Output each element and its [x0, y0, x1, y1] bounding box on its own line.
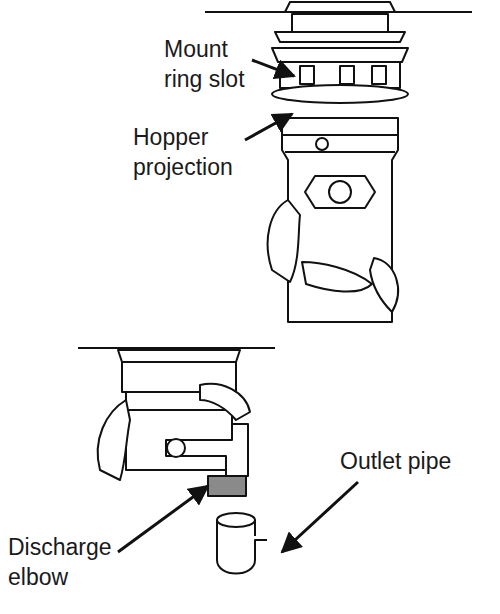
body-band — [126, 409, 232, 411]
hand-right — [200, 384, 250, 420]
leader-line — [245, 114, 292, 140]
hopper-band — [285, 151, 395, 153]
mount-ring-slot — [300, 66, 314, 84]
elbow-flange — [167, 439, 185, 457]
mount-ring-slot — [372, 66, 386, 84]
inlet-boss — [305, 176, 375, 208]
part-label: Outlet pipe — [340, 446, 451, 476]
hand-left — [268, 200, 300, 282]
hand-fingers — [302, 262, 372, 292]
leader-line — [118, 486, 208, 552]
outlet-pipe — [254, 520, 256, 536]
part-label: Hopper projection — [133, 122, 251, 182]
mount-ring-bottom — [272, 85, 408, 103]
mount-ring-top — [272, 48, 408, 62]
part-label: Discharge elbow — [8, 532, 120, 592]
hand-right — [370, 258, 398, 312]
hopper-projection-dot — [316, 138, 328, 150]
elbow-end — [208, 476, 246, 496]
inlet-port — [329, 181, 351, 203]
flange-collar — [292, 14, 388, 32]
outlet-pipe — [217, 520, 267, 574]
outlet-pipe-top — [217, 513, 255, 527]
upper-ring — [275, 32, 405, 42]
part-label: Mount ring slot — [164, 34, 264, 94]
sink-line — [78, 347, 275, 349]
discharge-elbow-pipe — [166, 424, 248, 476]
leader-line — [282, 482, 358, 552]
hopper-band — [282, 134, 398, 136]
sink-flange — [285, 2, 395, 12]
leader-line — [252, 60, 294, 76]
flange — [118, 350, 240, 362]
hand-left — [98, 400, 130, 480]
mount-ring-slot — [340, 66, 354, 84]
